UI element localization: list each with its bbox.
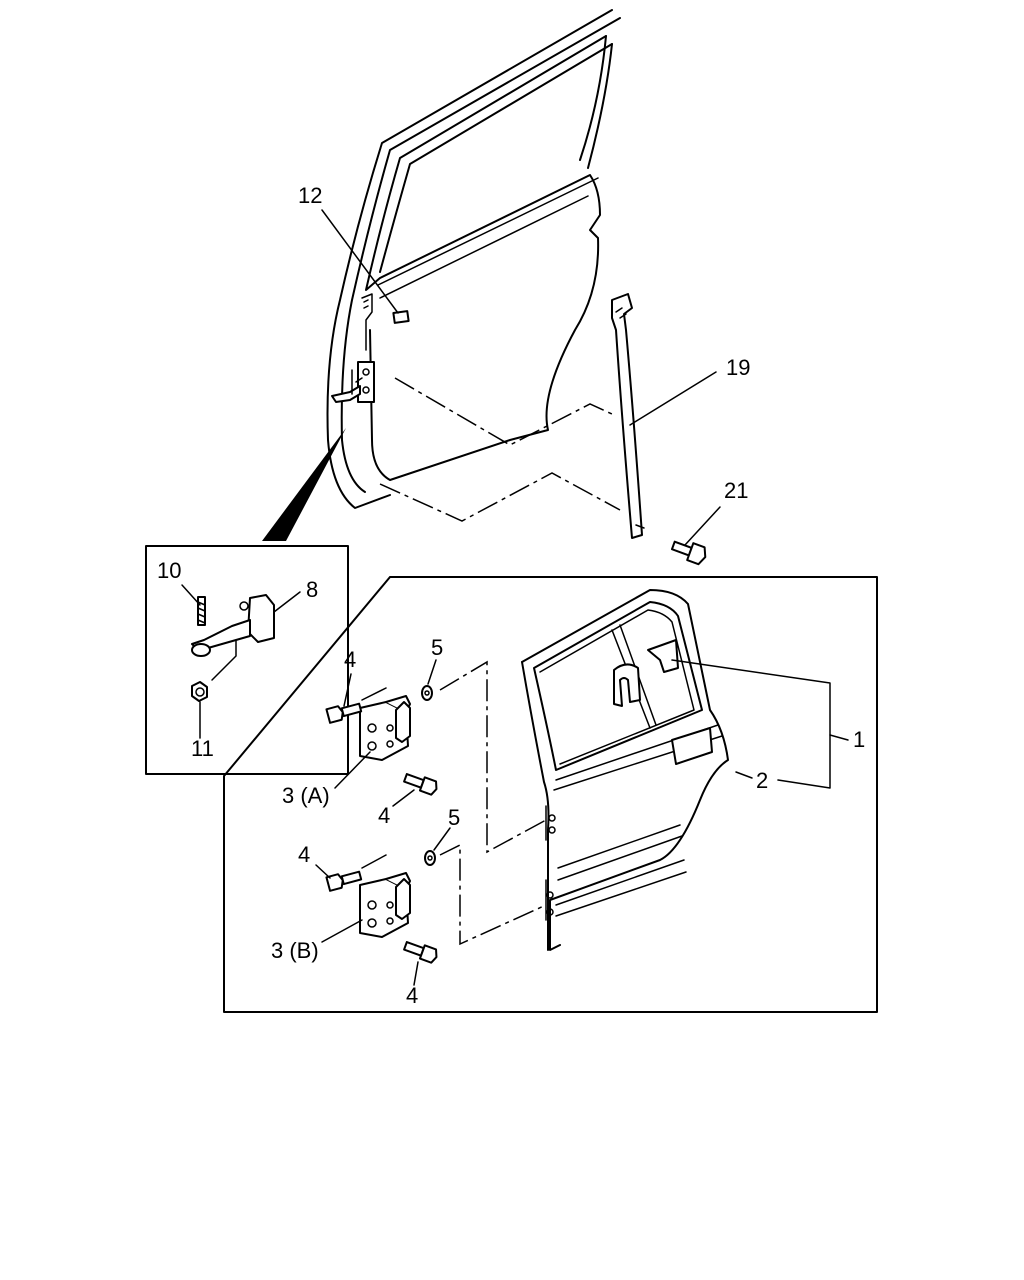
callout-1: 1 [853,727,865,752]
part-19-weatherstrip [611,293,645,539]
callout-4-upper-right: 4 [378,803,390,828]
part-21-bolt [670,540,707,566]
leader-4-c [315,864,331,879]
callout-11: 11 [191,736,214,761]
leader-5-b [433,827,451,851]
leader-12 [321,209,399,314]
bracket-1-2 [671,659,831,789]
part-5-washer-upper [421,685,433,701]
door-check-mount [331,361,375,403]
callout-19: 19 [726,355,750,380]
callout-12: 12 [298,183,322,208]
leader-4-a [343,673,352,707]
upper-alignment-line-2 [379,472,621,522]
leader-1 [829,734,849,741]
detail-pointer-wedge [262,428,346,541]
leader-2 [735,771,753,779]
leader-19 [629,371,717,426]
part-10-pin [197,596,206,626]
part-4-bolt-lower-right [403,941,438,964]
callout-4-lower-right: 4 [406,983,418,1008]
callout-3a: 3 (A) [282,783,330,808]
leader-5-a [427,659,437,685]
leader-3a [334,751,371,789]
part-3b-lower-hinge [359,854,411,938]
callout-4-upper-left: 4 [344,647,356,672]
part-8-door-check [191,594,275,681]
callout-3b: 3 (B) [271,938,319,963]
part-4-bolt-lower-left [325,870,363,892]
callout-21: 21 [724,478,748,503]
part-11-nut [191,681,208,702]
leader-10 [181,584,201,606]
part-5-washer-lower [424,850,436,866]
frame-clip-strip [361,293,373,351]
detail-box-door-check [145,545,349,775]
part-12-plate [392,310,410,324]
callout-4-lower-left: 4 [298,842,310,867]
upper-alignment-line-1 [394,377,613,446]
hinge-alignment-line-upper [439,660,547,854]
hinge-alignment-line-lower [439,843,547,946]
leader-21 [684,506,721,546]
rear-door-panel [521,589,729,951]
door-frame-outline [326,9,621,509]
leader-4-b [392,789,415,807]
callout-10: 10 [157,558,181,583]
leader-4-d [413,961,419,986]
leader-8 [273,591,301,613]
callout-8: 8 [306,577,318,602]
callout-2: 2 [756,768,768,793]
part-4-bolt-upper-right [403,773,438,796]
part-3a-upper-hinge [359,687,411,761]
callout-5-upper: 5 [431,635,443,660]
main-parts-box [223,576,878,1013]
callout-5-lower: 5 [448,805,460,830]
leader-3b [321,919,363,943]
part-4-bolt-upper-left [325,702,363,724]
